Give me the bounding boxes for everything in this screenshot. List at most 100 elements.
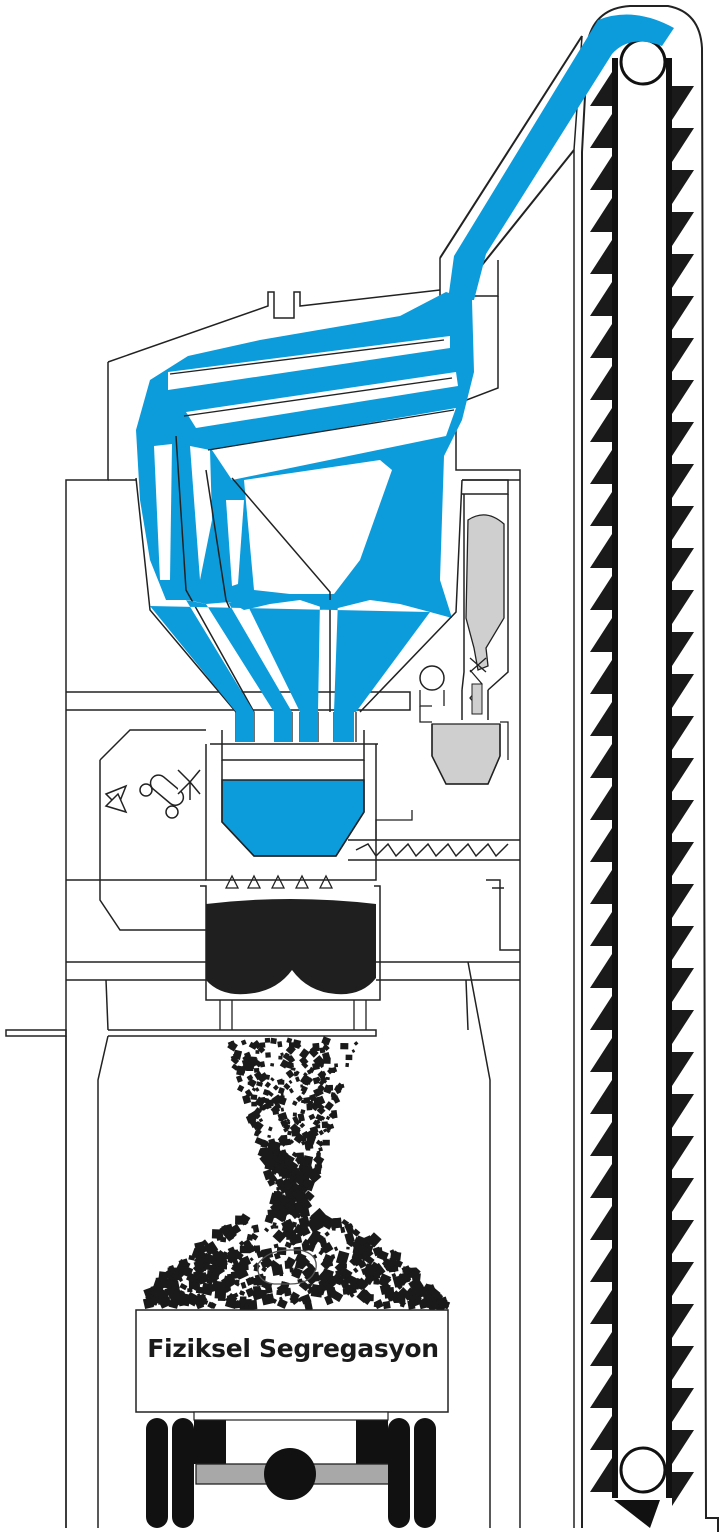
granule	[151, 1287, 166, 1302]
granule	[223, 1286, 231, 1293]
granule	[245, 1287, 255, 1298]
granule	[290, 1067, 296, 1071]
elevator-bucket	[672, 1136, 694, 1170]
granule	[289, 1123, 300, 1133]
elevator-bucket	[672, 422, 694, 456]
elevator-bucket	[590, 744, 612, 778]
granule	[422, 1297, 427, 1303]
granule	[290, 1270, 296, 1276]
granule	[344, 1222, 355, 1235]
granule	[182, 1266, 194, 1278]
granule	[249, 1056, 257, 1064]
granule	[333, 1085, 343, 1093]
granule	[322, 1078, 328, 1084]
elevator-bucket	[590, 660, 612, 694]
granule	[283, 1123, 291, 1130]
granule	[289, 1139, 295, 1145]
elevator-bucket	[590, 996, 612, 1030]
granule	[300, 1140, 306, 1146]
elevator-bucket	[672, 1430, 694, 1464]
granule	[307, 1243, 316, 1253]
granule	[318, 1249, 324, 1256]
truck-body	[135, 1309, 449, 1413]
granule	[299, 1159, 310, 1168]
granule	[301, 1130, 310, 1140]
elevator-bucket	[590, 1332, 612, 1366]
elevator-casing-inner	[573, 35, 583, 1528]
elevator-bucket	[590, 240, 612, 274]
elevator-bucket	[590, 72, 612, 106]
granule	[297, 1296, 304, 1303]
granule	[346, 1238, 356, 1248]
elevator-bucket	[672, 1178, 694, 1212]
granule	[339, 1083, 345, 1089]
granule	[194, 1296, 202, 1304]
granule	[353, 1041, 359, 1046]
granule	[271, 1107, 280, 1115]
granule	[278, 1194, 290, 1206]
granule	[323, 1084, 333, 1094]
granule	[261, 1247, 274, 1260]
granule	[309, 1046, 316, 1053]
granule	[235, 1075, 243, 1083]
granule	[296, 1152, 305, 1162]
granule	[355, 1287, 359, 1290]
granule	[237, 1066, 246, 1074]
granule	[343, 1284, 356, 1296]
granule	[394, 1291, 400, 1296]
granule	[332, 1274, 340, 1283]
granule	[237, 1084, 245, 1093]
granule	[270, 1037, 277, 1045]
elevator-belt-up	[612, 58, 618, 1498]
granule	[270, 1224, 275, 1230]
elevator-bucket	[590, 786, 612, 820]
granule	[258, 1118, 264, 1123]
granule	[240, 1291, 244, 1296]
granule	[321, 1241, 334, 1254]
chute-outline-upper	[439, 35, 583, 259]
granule	[351, 1250, 364, 1263]
granule	[295, 1076, 301, 1083]
granule	[277, 1268, 282, 1272]
granule	[277, 1116, 285, 1123]
granule	[306, 1234, 318, 1246]
elevator-bucket	[590, 1206, 612, 1240]
granule	[426, 1283, 433, 1290]
blue-chute-stream	[448, 14, 674, 301]
granule	[306, 1069, 312, 1075]
granule	[235, 1215, 246, 1225]
granule	[267, 1178, 275, 1187]
granule	[306, 1283, 312, 1289]
granule	[373, 1278, 380, 1285]
granule	[303, 1300, 313, 1311]
granule	[210, 1271, 220, 1281]
granule	[267, 1209, 277, 1219]
granule	[319, 1070, 327, 1077]
granule	[337, 1259, 343, 1265]
granule	[223, 1275, 233, 1284]
additive-silo	[465, 514, 505, 671]
granule	[257, 1045, 266, 1054]
elevator-bucket	[672, 254, 694, 288]
granule	[251, 1101, 257, 1107]
granule	[291, 1100, 298, 1106]
granule	[324, 1101, 334, 1111]
granule	[198, 1255, 203, 1259]
granule	[264, 1227, 270, 1233]
granule	[145, 1290, 152, 1299]
mixer-body	[206, 899, 376, 995]
granule	[266, 1171, 278, 1183]
granule	[288, 1088, 294, 1094]
granule	[333, 1246, 339, 1252]
granule	[255, 1050, 260, 1054]
elevator-belt-down	[666, 58, 672, 1498]
granule	[227, 1040, 238, 1052]
granule	[253, 1277, 261, 1286]
granule	[312, 1077, 320, 1085]
granule	[273, 1252, 281, 1260]
granule	[412, 1272, 421, 1281]
granule	[315, 1212, 327, 1223]
granule	[274, 1225, 279, 1229]
elevator-bucket	[672, 548, 694, 582]
granule	[290, 1298, 295, 1304]
